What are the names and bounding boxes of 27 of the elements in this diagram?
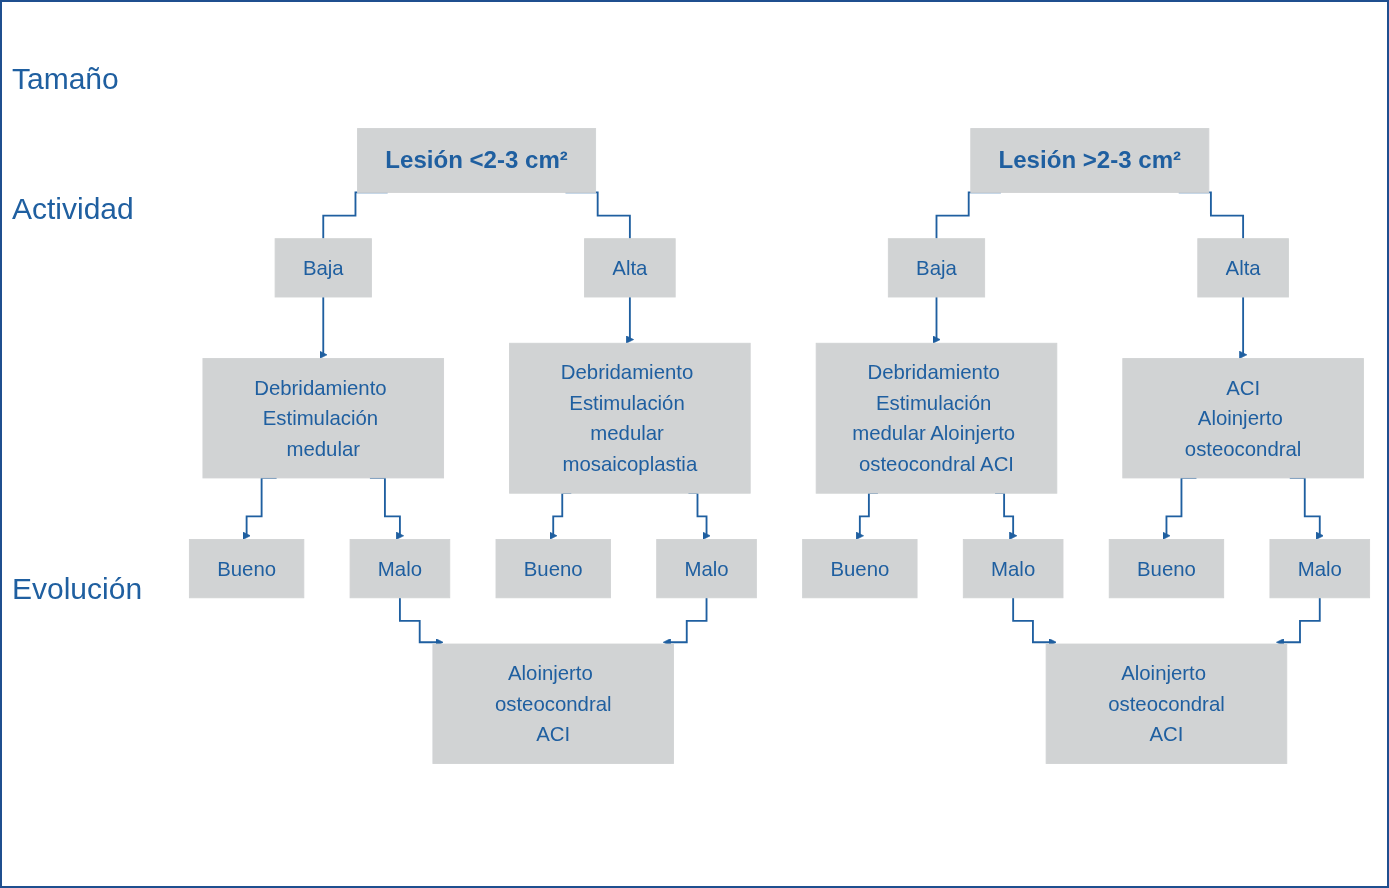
row-label: Actividad [12, 192, 134, 226]
node-box: Alta [584, 238, 676, 298]
node-box: Bueno [188, 539, 305, 599]
node-box: Malo [962, 539, 1064, 599]
node-box: Debridamiento Estimulación medular [202, 358, 445, 479]
node-box: Bueno [495, 539, 611, 599]
node-box: Lesión <2-3 cm² [357, 128, 597, 193]
node-box: Debridamiento Estimulación medular Aloinjerto osteocondral ACI [815, 342, 1058, 494]
arrow [625, 296, 634, 344]
node-box: Aloinjerto osteocondral ACI [1045, 643, 1288, 764]
arrow [319, 296, 328, 359]
node-box: Debridamiento Estimulación medular mosaicoplastia [509, 342, 751, 494]
node-box: Baja [274, 238, 372, 298]
node-box: Lesión >2-3 cm² [970, 128, 1210, 193]
arrow [932, 296, 941, 344]
node-box: Bueno [802, 539, 918, 599]
node-box: ACI Aloinjerto osteocondral [1122, 358, 1364, 479]
node-box: Bueno [1108, 539, 1225, 599]
node-box: Aloinjerto osteocondral ACI [432, 643, 674, 764]
node-box: Baja [887, 238, 986, 298]
node-box: Malo [656, 539, 757, 599]
row-label: Evolución [12, 572, 143, 606]
arrow [1239, 296, 1248, 359]
node-box: Malo [1269, 539, 1371, 599]
node-box: Malo [349, 539, 451, 599]
row-label: Tamaño [12, 62, 119, 96]
node-box: Alta [1197, 238, 1289, 298]
